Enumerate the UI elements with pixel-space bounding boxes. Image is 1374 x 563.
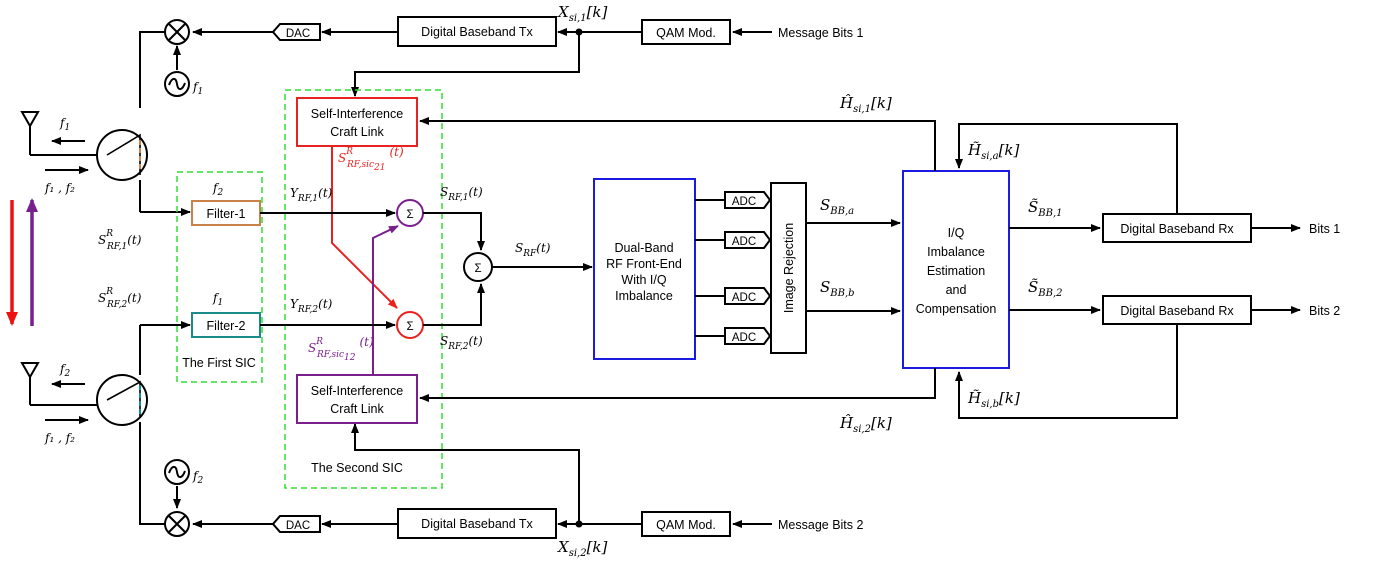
dac-1-label: DAC: [286, 28, 310, 40]
tx-chain-1: Message Bits 1 QAM Mod. Digital Baseband…: [139, 3, 864, 108]
s-tilde-bb-1-label: S̃BB,1: [1028, 198, 1063, 219]
ant1-out-freq: f1: [59, 116, 70, 133]
sic-craft-link-1-line1: Self-Interference: [311, 107, 403, 121]
sic-craft-link-2: [296, 374, 418, 424]
second-sic-box: [284, 89, 443, 489]
filter-1-label: Filter-1: [207, 207, 246, 221]
adc-label-3: ADC: [732, 292, 756, 304]
adc-label-4: ADC: [732, 332, 756, 344]
h-tilde-si-a-label: H̃si,a[k]: [967, 141, 1020, 162]
iq-imbalance-block: [902, 170, 1010, 369]
sic-craft-link-1: [296, 97, 418, 147]
y-rf-1-label: YRF,1(t): [290, 186, 333, 204]
frontend-line-1: Dual-Band: [614, 241, 673, 255]
adc-block-1: [724, 191, 772, 209]
iq-line-4: and: [946, 283, 967, 297]
first-sic-box: [176, 171, 263, 383]
iq-line-5: Compensation: [916, 302, 997, 316]
adc-label-2: ADC: [732, 236, 756, 248]
adc-label-1: ADC: [732, 196, 756, 208]
sum-2-symbol: Σ: [406, 321, 413, 333]
sum-1-symbol: Σ: [406, 209, 413, 221]
y-rf-2-label: YRF,2(t): [290, 297, 333, 315]
dac-1-block: [271, 23, 321, 41]
digital-baseband-rx-1-block: [1102, 213, 1252, 243]
dual-band-frontend-block: [593, 178, 696, 360]
s-bb-a-label: SBB,a: [820, 196, 854, 217]
s-rf-2-label: SRF,2(t): [440, 334, 483, 352]
message-bits-2-label: Message Bits 2: [778, 518, 864, 532]
antenna-2: f2 f₁ , f₂: [20, 321, 191, 445]
qam-mod-2-label: QAM Mod.: [656, 518, 716, 532]
digital-baseband-tx-2-block: [397, 508, 557, 539]
second-sic-label: The Second SIC: [311, 461, 403, 475]
image-rejection-label: Image Rejection: [782, 223, 796, 313]
frontend-line-3: With I/Q: [621, 273, 666, 287]
antenna-1: f1 f₁ , f₂: [20, 111, 191, 216]
circulator-2: [96, 374, 148, 426]
frontend-line-2: RF Front-End: [606, 257, 682, 271]
sum-combine-symbol: Σ: [474, 263, 481, 275]
h-tilde-si-b-label: H̃si,b[k]: [967, 389, 1020, 410]
frontend-line-4: Imbalance: [615, 289, 673, 303]
adc-block-3: [724, 287, 772, 305]
sic-craft-link-2-line1: Self-Interference: [311, 384, 403, 398]
qam-mod-1-label: QAM Mod.: [656, 26, 716, 40]
digital-baseband-rx-2-label: Digital Baseband Rx: [1120, 304, 1234, 318]
digital-baseband-rx-1-label: Digital Baseband Rx: [1120, 222, 1234, 236]
iq-line-2: Imbalance: [927, 245, 985, 259]
image-rejection-block: [770, 182, 807, 354]
iq-line-1: I/Q: [948, 226, 965, 240]
filter-2-label: Filter-2: [207, 319, 246, 333]
adc-bank: ADC ADC ADC ADC: [695, 191, 772, 345]
first-sic-label: The First SIC: [182, 356, 256, 370]
filter-2-freq: f1: [212, 291, 223, 308]
x-si-2-label: Xsi,2[k]: [557, 538, 608, 559]
bits-1-label: Bits 1: [1309, 222, 1340, 236]
filter-1-freq: f2: [212, 181, 223, 198]
adc-block-2: [724, 231, 772, 249]
ant2-out-freq: f2: [59, 362, 70, 379]
osc-2-freq: f2: [192, 469, 203, 486]
s-rf-label: SRF(t): [515, 241, 551, 259]
s-rf-1-label: SRF,1(t): [440, 185, 483, 203]
sic-craft-link-2-line2: Craft Link: [330, 402, 384, 416]
circulator-1: [96, 129, 148, 181]
dac-2-label: DAC: [286, 520, 310, 532]
ant1-in-freq: f₁ , f₂: [44, 181, 75, 195]
ant2-in-freq: f₁ , f₂: [44, 431, 75, 445]
osc-1-freq: f1: [192, 80, 203, 97]
sic-craft-link-1-line2: Craft Link: [330, 125, 384, 139]
qam-mod-1-block: [641, 19, 731, 45]
s-bb-b-label: SBB,b: [820, 278, 855, 299]
bits-2-label: Bits 2: [1309, 304, 1340, 318]
message-bits-1-label: Message Bits 1: [778, 26, 864, 40]
filter-2-block: [191, 312, 261, 338]
adc-block-4: [724, 327, 772, 345]
h-hat-si-1-label: Ĥsi,1[k]: [839, 94, 892, 115]
h-hat-si-2-label: Ĥsi,2[k]: [839, 414, 892, 435]
tx-chain-2: Message Bits 2 QAM Mod. Digital Baseband…: [139, 422, 864, 559]
x-si-1-label: Xsi,1[k]: [557, 3, 608, 24]
digital-baseband-tx-2-label: Digital Baseband Tx: [421, 517, 533, 531]
iq-line-3: Estimation: [927, 264, 985, 278]
s-tilde-bb-2-label: S̃BB,2: [1028, 278, 1063, 299]
dac-2-block: [271, 515, 321, 533]
digital-baseband-tx-1-label: Digital Baseband Tx: [421, 25, 533, 39]
